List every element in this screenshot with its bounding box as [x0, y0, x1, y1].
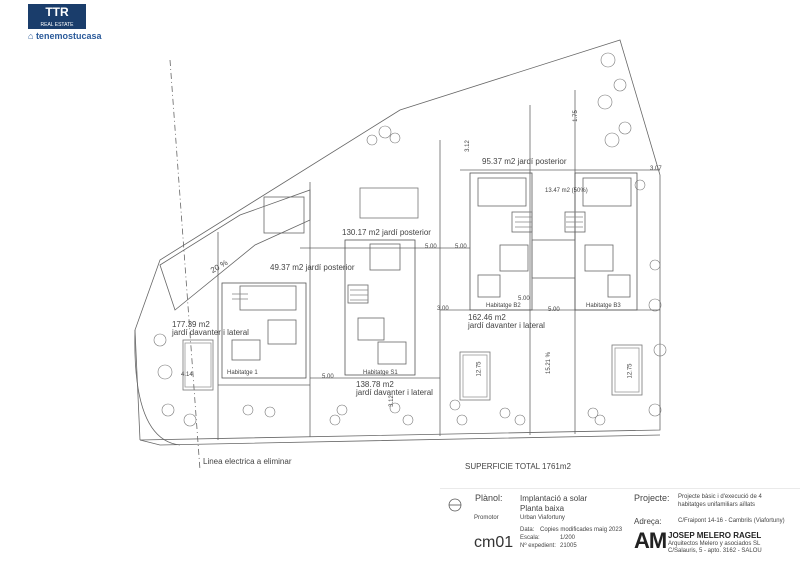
- street-line: [139, 434, 661, 446]
- data-value: Copies modificades maig 2023: [540, 527, 623, 533]
- area-label: 13.47 m2 (50%): [545, 188, 588, 194]
- promotor-label: Promotor: [474, 515, 499, 521]
- escala-value: 1/200: [560, 535, 576, 541]
- sheet-number: cm01: [474, 534, 514, 551]
- dim-label: 3.12: [464, 140, 471, 152]
- area-label: 138.78 m2: [356, 380, 394, 389]
- expedient-value: 21005: [560, 543, 577, 549]
- dim-label: 5.00: [425, 244, 437, 250]
- dim-label: 5.00: [455, 244, 467, 250]
- dim-label: 12.75: [476, 361, 483, 377]
- data-label: Data:: [520, 527, 535, 533]
- power-line: [169, 59, 201, 471]
- house-label: Habitatge S1: [363, 370, 398, 376]
- house-label: Habitatge B3: [586, 303, 621, 309]
- projecte-value-1: Projecte bàsic i d'execució de 4: [678, 494, 762, 500]
- area-label: 130.17 m2 jardí posterior: [342, 228, 431, 237]
- escala-label: Escala:: [520, 535, 540, 541]
- dim-label: 15.21 %: [546, 351, 553, 375]
- firm-name: JOSEP MELERO RAGEL: [668, 531, 762, 540]
- plano-value-2: Planta baixa: [520, 504, 565, 513]
- house-label: Habitatge B2: [486, 303, 521, 309]
- street-corner: [134, 329, 181, 446]
- area-label: jardí davanter i lateral: [356, 388, 433, 397]
- area-label: jardí davanter i lateral: [468, 321, 545, 330]
- area-label: 177.39 m2: [172, 320, 210, 329]
- dim-label: 12.75: [627, 363, 634, 379]
- adreca-value: C/Fraipont 14-16 - Cambrils (Viafortuny): [678, 518, 785, 524]
- trees: [153, 52, 667, 427]
- site-name: tenemostucasa: [35, 31, 102, 41]
- logo-sub: REAL ESTATE: [28, 22, 86, 29]
- title-block-frame: [440, 488, 800, 512]
- projecte-label: Projecte:: [634, 493, 670, 503]
- site-boundary: [134, 39, 661, 441]
- promotor-value: Urban Viafortuny: [520, 515, 565, 521]
- dim-label: 3.00: [437, 306, 449, 312]
- projecte-value-2: habitatges unifamiliars aïllats: [678, 502, 756, 508]
- dim-label: 5.00: [322, 374, 334, 380]
- expedient-label: Nº expedient:: [520, 543, 556, 549]
- brand-logo: TTR REAL ESTATE ⌂ tenemostucasa: [28, 4, 101, 41]
- site-link[interactable]: ⌂ tenemostucasa: [28, 31, 102, 41]
- dim-label: 1.75: [572, 110, 579, 122]
- dim-label: 5.00: [548, 307, 560, 313]
- dim-label: 3.12: [388, 395, 395, 407]
- plano-label: Plànol:: [475, 493, 503, 503]
- firm-line-1: Arquitectos Melero y asociados SL: [668, 541, 761, 547]
- dim-label: 5.00: [518, 296, 530, 302]
- dim-label: 3.07: [650, 166, 662, 172]
- total-area: SUPERFICIE TOTAL 1761m2: [465, 462, 571, 471]
- plano-value-1: Implantació a solar: [520, 494, 588, 503]
- firm-logo-mark: AM: [634, 528, 667, 553]
- title-block: Plànol: Implantació a solar Planta baixa…: [440, 488, 800, 565]
- firm-line-2: C/Salauris, 5 - apto. 3162 - SALOU: [668, 548, 762, 554]
- adreca-label: Adreça:: [634, 517, 662, 526]
- logo-mark: TTR: [28, 4, 86, 23]
- area-label: 95.37 m2 jardí posterior: [482, 157, 567, 166]
- powerline-label: Linea electrica a eliminar: [203, 457, 292, 466]
- area-label: jardí davanter i lateral: [172, 328, 249, 337]
- house-label: Habitatge 1: [227, 370, 258, 376]
- area-label: 162.46 m2: [468, 313, 506, 322]
- area-label: 49.37 m2 jardí posterior: [270, 263, 355, 272]
- dim-label: 4.14: [181, 372, 193, 378]
